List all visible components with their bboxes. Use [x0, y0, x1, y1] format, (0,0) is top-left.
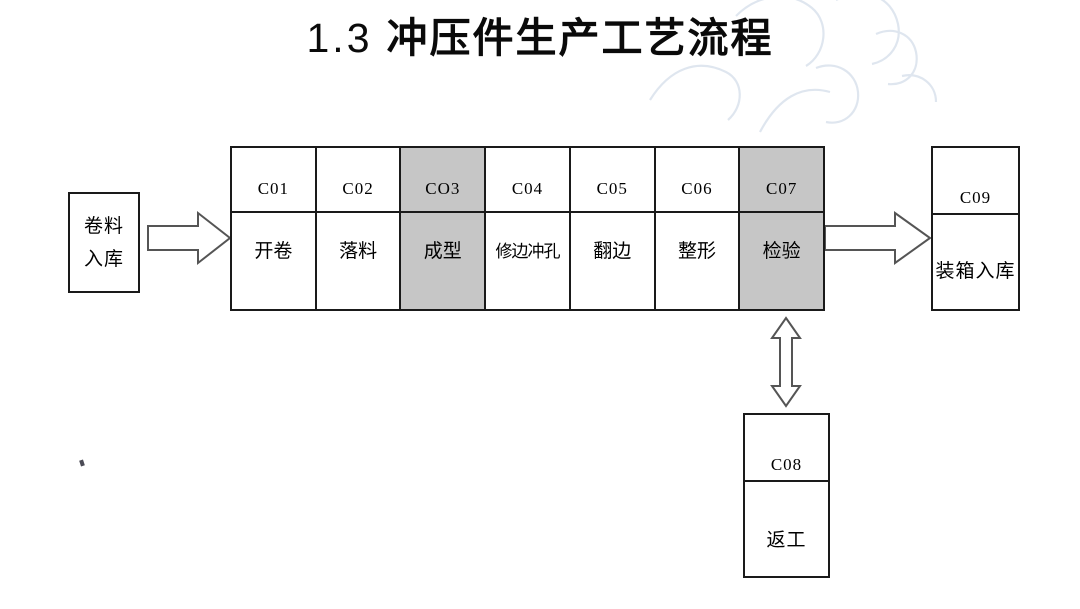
process-step-co3-code: CO3: [401, 148, 485, 213]
process-step-c06-name: 整形: [677, 239, 716, 262]
outbound-arrow-icon: [824, 211, 932, 265]
process-step-co3-name: 成型: [423, 239, 462, 262]
process-step-c02[interactable]: C02 落料: [316, 148, 402, 309]
process-step-c06[interactable]: C06 整形: [655, 148, 741, 309]
source-box-label-line1: 卷料: [83, 215, 124, 237]
process-step-c01[interactable]: C01 开卷: [232, 148, 317, 309]
process-step-c02-name: 落料: [339, 239, 378, 262]
process-step-c01-name: 开卷: [254, 239, 293, 262]
page-title: 1.3 冲压件生产工艺流程: [0, 12, 1080, 64]
process-step-c04-code: C04: [486, 148, 569, 213]
output-box-label: 装箱入库: [935, 260, 1016, 282]
process-step-grid: C01 开卷 C02 落料 CO3 成型 C04 修边冲孔 C05 翻边 C06…: [230, 146, 825, 311]
output-box-packing-warehouse[interactable]: C09 装箱入库: [931, 146, 1020, 311]
process-step-c05[interactable]: C05 翻边: [570, 148, 656, 309]
process-step-c07-code: C07: [740, 148, 824, 213]
process-step-co3[interactable]: CO3 成型: [401, 148, 487, 309]
process-step-c06-code: C06: [655, 148, 739, 213]
process-step-c02-code: C02: [316, 148, 400, 213]
process-step-c05-name: 翻边: [593, 239, 632, 262]
rework-box-divider: [745, 480, 828, 482]
process-step-c01-code: C01: [232, 148, 315, 213]
inbound-arrow-icon: [147, 210, 232, 266]
rework-box-label: 返工: [766, 529, 807, 551]
rework-box-code: C08: [770, 455, 803, 474]
process-step-c04[interactable]: C04 修边冲孔: [486, 148, 571, 309]
source-box-label: 卷料 入库: [70, 210, 138, 276]
process-step-c04-name: 修边冲孔: [495, 241, 561, 262]
page-title-number: 1.3: [306, 15, 373, 61]
stray-ink-mark: [79, 459, 85, 467]
process-step-c05-code: C05: [570, 148, 654, 213]
output-box-code: C09: [959, 188, 992, 207]
source-box-label-line2: 入库: [83, 248, 124, 270]
page-title-text: 冲压件生产工艺流程: [386, 14, 774, 62]
process-step-c07-name: 检验: [762, 239, 801, 262]
output-box-divider: [933, 213, 1018, 215]
rework-double-arrow-icon: [770, 316, 802, 408]
process-step-c07[interactable]: C07 检验: [740, 148, 824, 309]
source-box-coil-warehouse[interactable]: 卷料 入库: [68, 192, 140, 293]
rework-box[interactable]: C08 返工: [743, 413, 830, 578]
